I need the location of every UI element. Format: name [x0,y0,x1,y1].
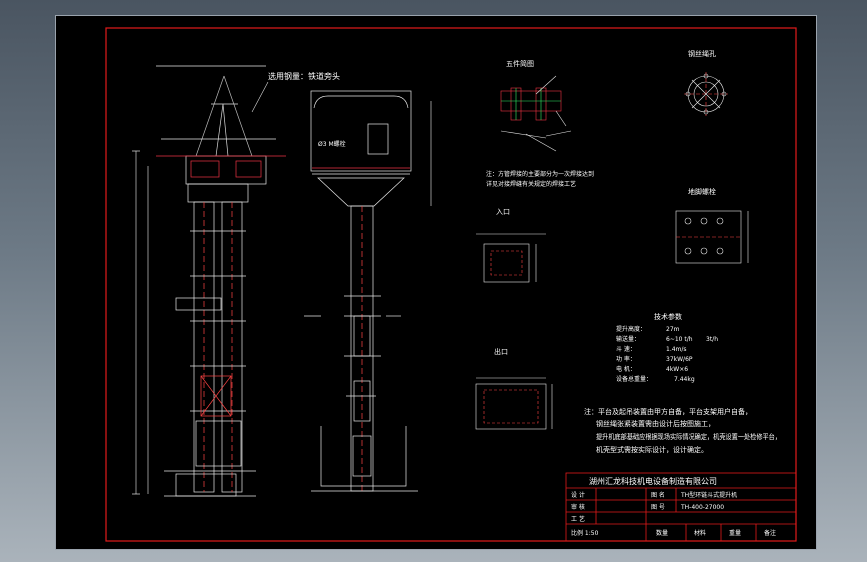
tech-label: 功 率： [616,355,636,363]
title-cell: 图 名 [651,491,665,499]
tech-value: 37kW/6P [666,356,693,363]
company-name: 湖州汇龙科技机电设备制造有限公司 [589,476,717,486]
title-cell: 设 计 [571,491,585,499]
detail-top [500,75,572,152]
tech-label: 设备总重量： [616,375,652,383]
callout-text-top: 选用钢量：铁道旁头 [268,71,340,81]
title-cell: 审 核 [571,503,585,511]
elevator-front-view [132,65,286,497]
detail-anchor-box [675,210,749,264]
title-cell: 工 艺 [571,515,585,523]
title-bottom: 重量 [729,529,741,537]
tech-label: 提升高度： [616,325,646,333]
title-cell: TH-400-27000 [680,504,724,511]
note-line: 钢丝绳张紧装置需由设计后按图施工， [596,419,715,428]
detail-outlet [475,377,553,430]
tech-value: 4kW×6 [666,366,688,373]
detail-outlet-title: 出口 [494,347,508,356]
title-bottom: 材料 [694,529,706,537]
detail-top-title: 五件简图 [506,59,534,68]
note-line: 注：平台及起吊装置由甲方自备，平台支架用户自备， [584,407,752,416]
note-line: 提升机底部基础应根据现场实际情况确定，机壳设置一处检修平台， [596,432,781,441]
title-cell: TH型环链斗式提升机 [680,491,737,499]
detail-box-title: 地脚螺栓 [688,187,716,196]
title-block [565,472,797,542]
detail-inlet [476,233,546,283]
detail-flange-title: 钢丝绳孔 [688,49,716,58]
title-bottom: 备注 [764,529,776,537]
title-bottom: 比例 1:50 [571,529,599,537]
drawing-border [105,27,797,542]
tech-extra: 3t/h [706,336,718,343]
cad-viewport: 选用钢量：铁道旁头 Ø3 M螺栓 五 [55,15,817,550]
tech-value: 1.4m/s [666,346,687,353]
detail-top-note-1: 注：方管焊接的主要部分为一次焊接达到 [486,170,594,178]
note-line: 机壳型式需按实际设计，设计确定。 [596,445,708,454]
detail-flange [684,72,728,116]
title-cell: 图 号 [651,504,665,511]
tech-label: 斗 速： [616,346,636,353]
tech-title: 技术参数 [654,312,682,321]
tech-params: 技术参数 提升高度： 27m 输送量： 6~10 t/h 3t/h 斗 速： 1… [616,312,718,383]
detail-inlet-title: 入口 [496,208,510,216]
tech-label: 输送量： [616,335,640,343]
elevator-side-view [304,90,432,492]
tech-value: 7.44kg [674,376,695,383]
cad-drawing: 选用钢量：铁道旁头 Ø3 M螺栓 五 [105,27,797,542]
tech-label: 电 机： [616,365,636,373]
title-bottom: 数量 [656,529,668,537]
detail-top-note-2: 详见对接焊缝有关规定的焊接工艺 [486,180,576,188]
tech-value: 27m [666,326,680,333]
drawing-notes: 注：平台及起吊装置由甲方自备，平台支架用户自备， 钢丝绳张紧装置需由设计后按图施… [584,407,781,454]
tech-value: 6~10 t/h [666,336,693,343]
side-label: Ø3 M螺栓 [318,140,346,148]
